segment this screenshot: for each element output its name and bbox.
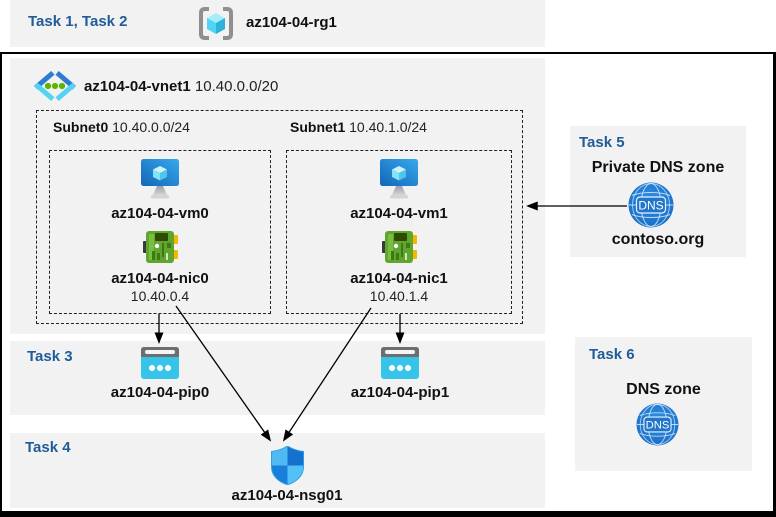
nic0-name: az104-04-nic0 [111, 270, 209, 287]
task4-band: Task 4 az104-04-nsg01 [10, 433, 545, 508]
nic0-ip: 10.40.0.4 [130, 288, 190, 304]
subnet0-cidr: 10.40.0.0/24 [112, 119, 190, 135]
vnet-title: az104-04-vnet1 10.40.0.0/20 [84, 78, 278, 95]
subnet1-label: Subnet1 10.40.1.0/24 [290, 119, 427, 135]
task3-label: Task 3 [27, 348, 73, 365]
pip1-name: az104-04-pip1 [350, 384, 450, 401]
public-ip-icon [141, 347, 179, 379]
resource-group-icon [199, 7, 233, 40]
header-band: Task 1, Task 2 az104-04-rg1 [10, 0, 545, 47]
private-dns-zone-name: contoso.org [611, 231, 705, 248]
pip1-group: az104-04-pip1 [310, 347, 490, 401]
subnet0-label: Subnet0 10.40.0.0/24 [53, 119, 190, 135]
private-dns-zone-title: Private DNS zone [591, 159, 725, 176]
task4-label: Task 4 [25, 439, 71, 456]
vm1-name: az104-04-vm1 [350, 205, 448, 222]
vnet-panel: az104-04-vnet1 10.40.0.0/20 Subnet0 10.4… [10, 58, 545, 334]
subnet1-name: Subnet1 [290, 119, 346, 135]
subnet1-cidr: 10.40.1.0/24 [349, 119, 427, 135]
subnet0-name: Subnet0 [53, 119, 109, 135]
virtual-machine-icon [380, 159, 418, 199]
task3-band: Task 3 az104-04-pip0 az104-04-pip1 [10, 341, 545, 415]
nsg-shield-icon [270, 446, 304, 485]
task6-label: Task 6 [589, 346, 635, 363]
virtual-network-icon [33, 71, 77, 101]
vnet-cidr: 10.40.0.0/20 [194, 78, 279, 95]
resource-group-name: az104-04-rg1 [246, 14, 337, 31]
nsg-name: az104-04-nsg01 [231, 487, 343, 504]
task6-box: Task 6 DNS zone DNS [575, 337, 752, 471]
subnet1-box: az104-04-vm1 az104-04-nic1 10.40.1 [286, 150, 512, 314]
pip0-group: az104-04-pip0 [70, 347, 250, 401]
pip0-name: az104-04-pip0 [110, 384, 210, 401]
nsg-group: az104-04-nsg01 [187, 446, 387, 504]
task5-label: Task 5 [579, 134, 625, 151]
public-ip-icon [381, 347, 419, 379]
vm0-name: az104-04-vm0 [111, 205, 209, 222]
dns-zone-title: DNS zone [626, 381, 701, 398]
dns-badge-text: DNS [646, 420, 670, 432]
task5-box: Task 5 Private DNS zone DNS contoso.org [570, 126, 746, 257]
nic1-ip: 10.40.1.4 [369, 288, 429, 304]
subnets-container: Subnet0 10.40.0.0/24 [36, 110, 523, 324]
network-interface-icon [143, 231, 178, 263]
network-interface-icon [382, 231, 417, 263]
vnet-name: az104-04-vnet1 [84, 78, 191, 95]
subnet0-box: az104-04-vm0 az104-04-nic0 10.40.0 [49, 150, 271, 314]
virtual-machine-icon [141, 159, 179, 199]
nic1-name: az104-04-nic1 [350, 270, 448, 287]
dns-globe-icon: DNS [636, 403, 679, 446]
dns-globe-icon: DNS [628, 182, 674, 228]
task-1-2-label: Task 1, Task 2 [28, 13, 128, 30]
dns-badge-text: DNS [638, 199, 663, 213]
